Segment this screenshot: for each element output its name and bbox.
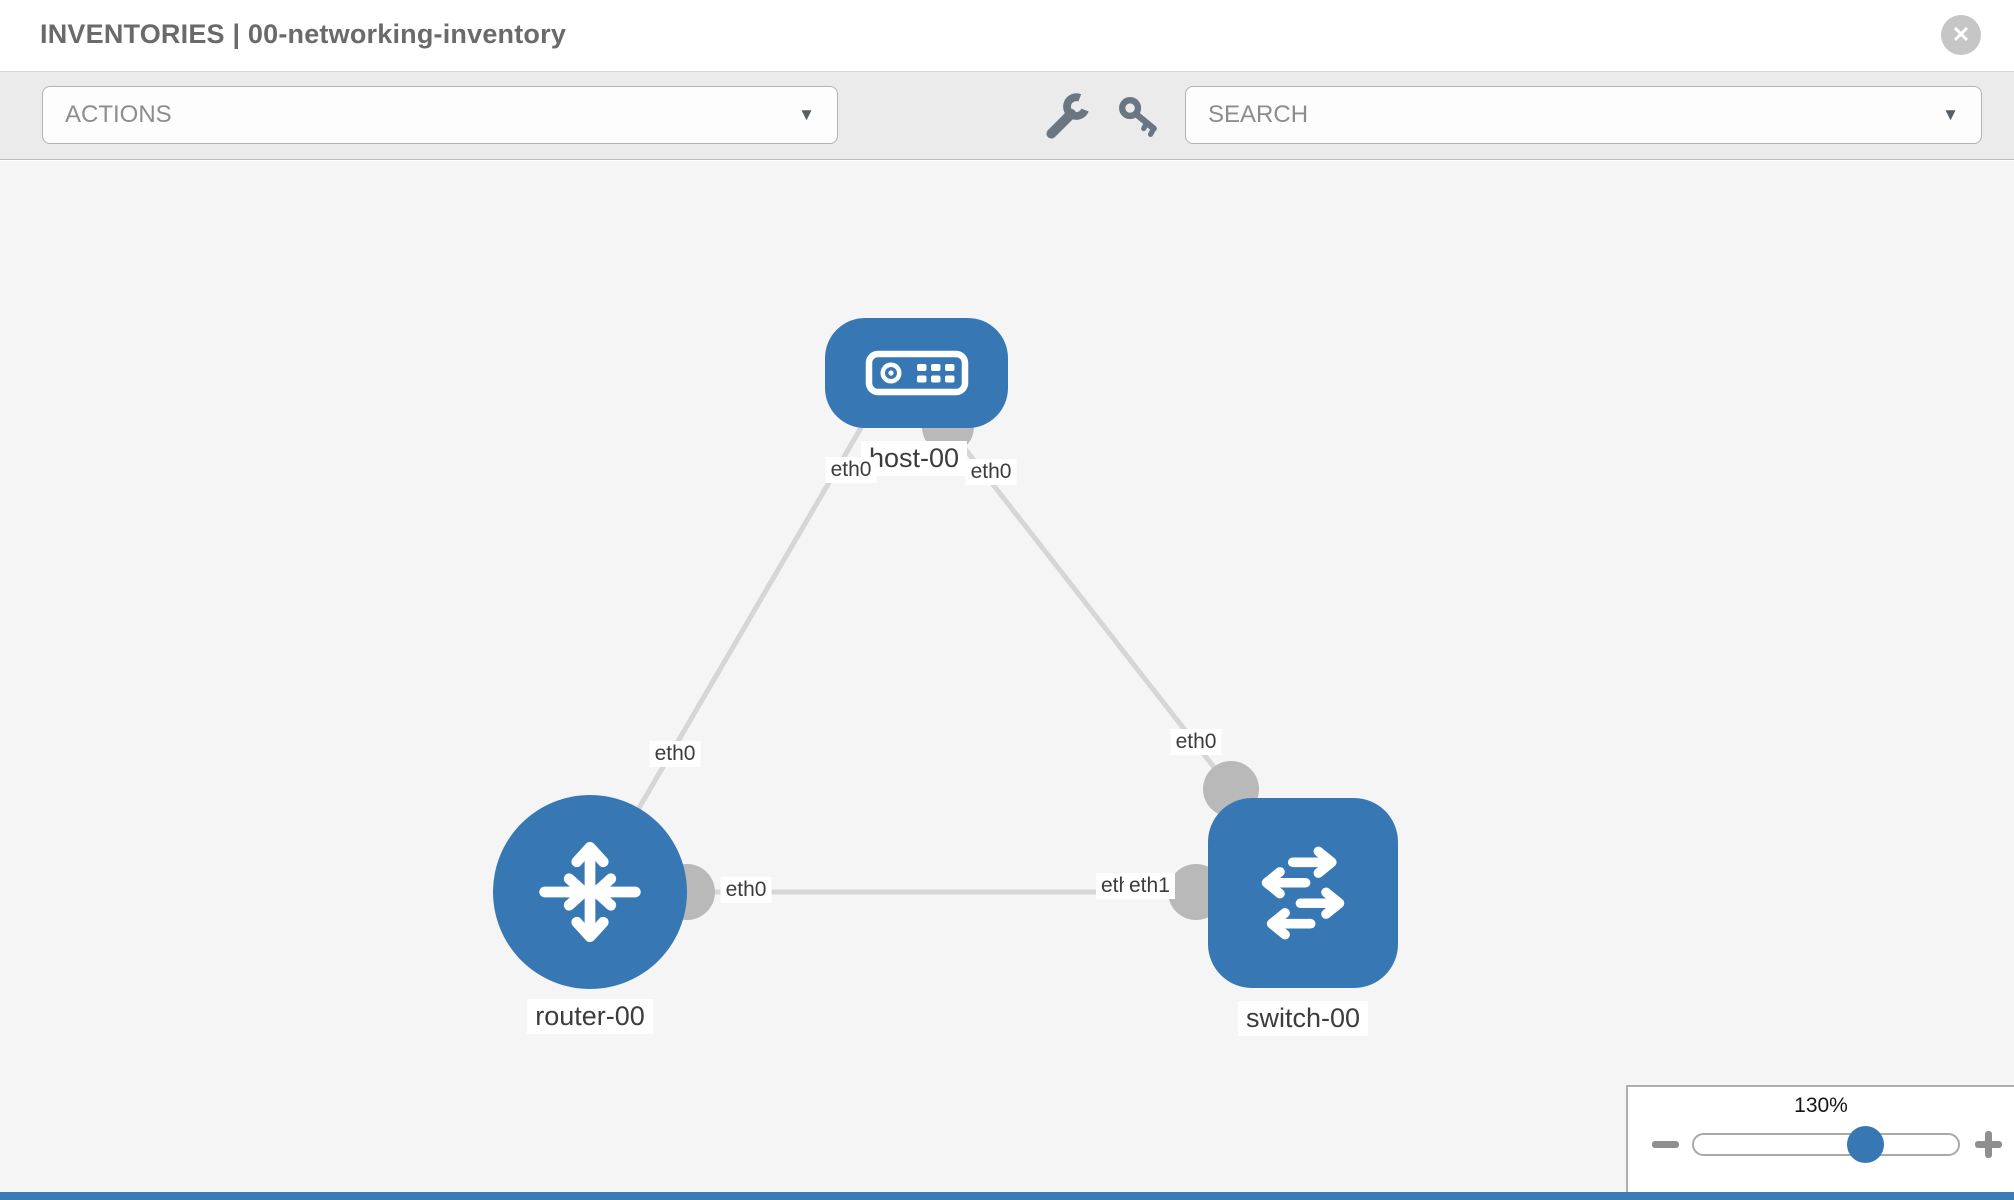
actions-dropdown-label: ACTIONS bbox=[65, 101, 172, 128]
interface-label-host-switch-link: eth0 bbox=[1170, 729, 1222, 755]
node-router[interactable] bbox=[493, 795, 687, 989]
interface-label-host-router-link: eth0 bbox=[649, 741, 701, 767]
zoom-slider-track[interactable] bbox=[1692, 1133, 1960, 1156]
interface-label-host-left: eth0 bbox=[825, 457, 877, 483]
zoom-slider-knob[interactable] bbox=[1847, 1126, 1884, 1163]
zoom-in-button[interactable] bbox=[1975, 1131, 2002, 1158]
search-dropdown[interactable]: SEARCH ▼ bbox=[1185, 86, 1982, 144]
router-icon bbox=[539, 841, 641, 943]
link-host-switch[interactable] bbox=[946, 425, 1233, 791]
topology-links-layer bbox=[587, 401, 1259, 920]
topology-canvas[interactable]: host-00 router-00 switch-00 eth0 eth0 et… bbox=[0, 161, 2014, 1200]
host-icon bbox=[865, 350, 968, 396]
switch-icon bbox=[1261, 846, 1345, 940]
chevron-down-icon: ▼ bbox=[798, 105, 815, 124]
node-label-router: router-00 bbox=[527, 999, 653, 1034]
chevron-down-icon: ▼ bbox=[1942, 105, 1959, 124]
wrench-icon[interactable] bbox=[1042, 92, 1092, 142]
node-switch[interactable] bbox=[1208, 798, 1398, 988]
key-icon[interactable] bbox=[1118, 96, 1160, 138]
actions-dropdown[interactable]: ACTIONS ▼ bbox=[42, 86, 838, 144]
interface-label-host-right: eth0 bbox=[965, 459, 1017, 485]
zoom-out-button[interactable] bbox=[1652, 1141, 1679, 1148]
close-icon[interactable]: ✕ bbox=[1941, 15, 1981, 55]
page-title: INVENTORIES | 00-networking-inventory bbox=[40, 19, 567, 49]
header: INVENTORIES | 00-networking-inventory ✕ bbox=[0, 0, 2014, 72]
interface-label-router-eth0: eth0 bbox=[720, 877, 772, 903]
node-label-host: host-00 bbox=[860, 441, 968, 476]
zoom-panel: 130% bbox=[1626, 1085, 2014, 1200]
interface-label-switch-eth1: eth1 bbox=[1124, 873, 1175, 899]
bottom-panel-edge bbox=[0, 1192, 2014, 1200]
toolbar: ACTIONS ▼ SEARCH ▼ bbox=[0, 72, 2014, 160]
search-dropdown-label: SEARCH bbox=[1208, 101, 1309, 128]
zoom-level-value: 130% bbox=[1794, 1094, 1848, 1117]
node-label-switch: switch-00 bbox=[1237, 1001, 1369, 1036]
node-host[interactable] bbox=[825, 318, 1008, 428]
